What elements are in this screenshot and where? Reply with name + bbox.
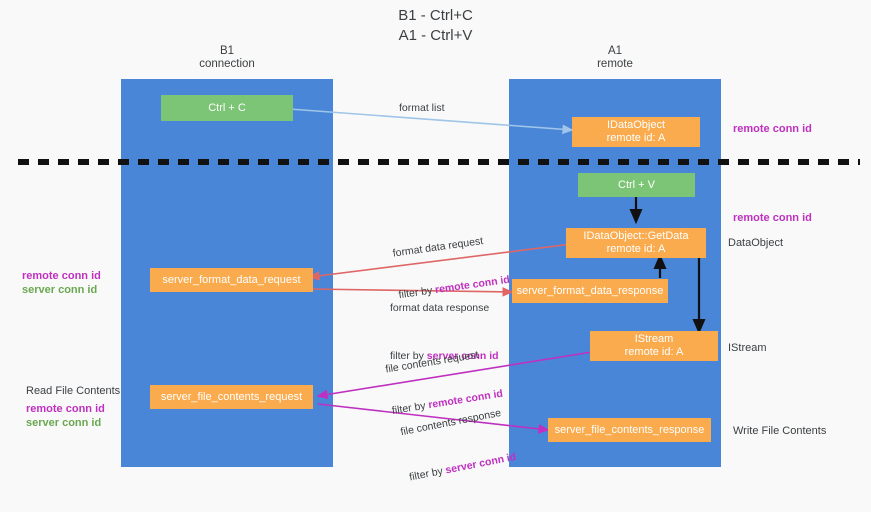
node-istream[interactable]: IStream remote id: A [590, 331, 718, 361]
column-header-a1-name: A1 [607, 45, 623, 57]
node-server-format-data-request-label: server_format_data_request [162, 273, 301, 286]
flow-label-format-data-request-title: format data request [392, 235, 484, 260]
filter-key: server conn id [444, 450, 518, 477]
filter-prefix: filter by [408, 464, 447, 484]
node-idataobject-getdata[interactable]: IDataObject::GetData remote id: A [566, 228, 706, 258]
node-server-file-contents-request-label: server_file_contents_request [160, 390, 303, 403]
node-ctrl-c-label: Ctrl + C [208, 101, 246, 114]
node-ctrl-v[interactable]: Ctrl + V [578, 173, 695, 197]
label-read-file-contents: Read File Contents [26, 385, 121, 397]
node-idataobject-line2: remote id: A [606, 132, 666, 144]
label-remote-conn-id-top: remote conn id [733, 123, 812, 135]
flow-label-file-contents-response: file contents response filter by server … [394, 377, 523, 512]
flow-label-format-list: format list [399, 102, 445, 114]
title-line-1: B1 - Ctrl+C [398, 7, 473, 24]
label-left-server-conn-id-mid: server conn id [22, 284, 98, 296]
column-header-b1-role: connection [199, 58, 255, 70]
flow-label-file-contents-request-title: file contents request [384, 348, 480, 376]
node-server-file-contents-response[interactable]: server_file_contents_response [548, 418, 711, 442]
flow-label-format-data-response-filter: filter by server conn id [390, 349, 499, 363]
label-left-remote-conn-id-bottom: remote conn id [26, 403, 105, 415]
diagram-title: B1 - Ctrl+C A1 - Ctrl+V [0, 6, 871, 46]
label-dataobject: DataObject [728, 237, 784, 249]
diagram-canvas: B1 - Ctrl+C A1 - Ctrl+V B1 connection A1… [0, 6, 871, 483]
column-header-b1: B1 connection [121, 45, 333, 71]
column-header-a1: A1 remote [509, 45, 721, 71]
flow-label-file-contents-response-title: file contents response [399, 406, 503, 439]
filter-key: server conn id [426, 350, 499, 362]
label-remote-conn-id-mid: remote conn id [733, 212, 812, 224]
label-istream: IStream [728, 342, 767, 354]
label-left-server-conn-id-bottom: server conn id [26, 417, 102, 429]
flow-label-format-data-response: format data response filter by server co… [390, 273, 499, 391]
flow-label-format-data-response-title: format data response [390, 302, 490, 314]
column-header-b1-name: B1 [219, 45, 235, 57]
node-ctrl-c[interactable]: Ctrl + C [161, 95, 293, 121]
label-write-file-contents: Write File Contents [733, 425, 827, 437]
node-server-file-contents-response-label: server_file_contents_response [554, 423, 705, 436]
node-server-file-contents-request[interactable]: server_file_contents_request [150, 385, 313, 409]
node-server-format-data-response-label: server_format_data_response [516, 284, 664, 297]
filter-prefix: filter by [390, 350, 427, 362]
node-idataobject-getdata-line2: remote id: A [606, 243, 666, 255]
node-idataobject-getdata-line1: IDataObject::GetData [583, 230, 689, 242]
node-idataobject-line1: IDataObject [606, 119, 666, 131]
column-header-a1-role: remote [597, 58, 633, 70]
label-left-remote-conn-id-mid: remote conn id [22, 270, 101, 282]
node-server-format-data-request[interactable]: server_format_data_request [150, 268, 313, 292]
node-istream-line2: remote id: A [624, 346, 684, 358]
title-line-2: A1 - Ctrl+V [398, 27, 473, 44]
node-ctrl-v-label: Ctrl + V [618, 178, 655, 191]
node-server-format-data-response[interactable]: server_format_data_response [512, 279, 668, 303]
flow-label-file-contents-response-filter: filter by server conn id [408, 450, 517, 484]
node-istream-line1: IStream [634, 333, 674, 345]
node-idataobject[interactable]: IDataObject remote id: A [572, 117, 700, 147]
